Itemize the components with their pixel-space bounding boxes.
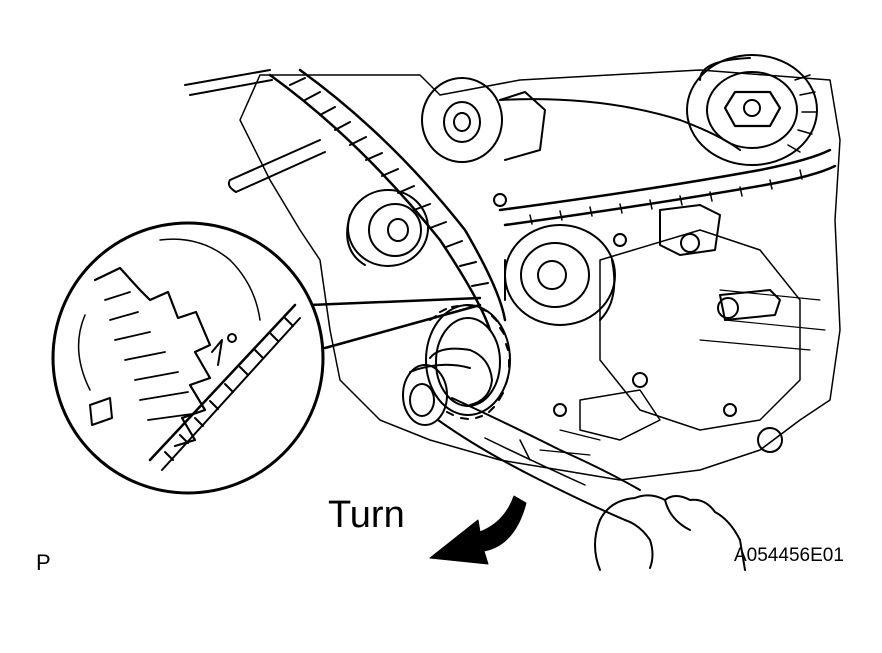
figure-code: A054456E01 <box>734 545 844 566</box>
wrench <box>402 347 641 521</box>
magnified-detail <box>51 221 482 495</box>
crankshaft-timing-gear <box>425 304 511 420</box>
curved-arrow-icon <box>429 495 527 565</box>
turn-label: Turn <box>328 494 405 536</box>
hand <box>594 494 746 571</box>
corner-mark: P <box>36 550 51 575</box>
stud-bolts <box>184 69 326 193</box>
camshaft-pulley <box>686 54 818 166</box>
timing-belt-upper-right <box>498 98 837 227</box>
engine-block-outline <box>239 69 841 481</box>
idler-pulley-right <box>504 224 616 326</box>
idler-pulley-top <box>421 77 546 163</box>
tensioner-bracket <box>659 204 781 321</box>
tensioner-pulley-left <box>346 189 429 267</box>
